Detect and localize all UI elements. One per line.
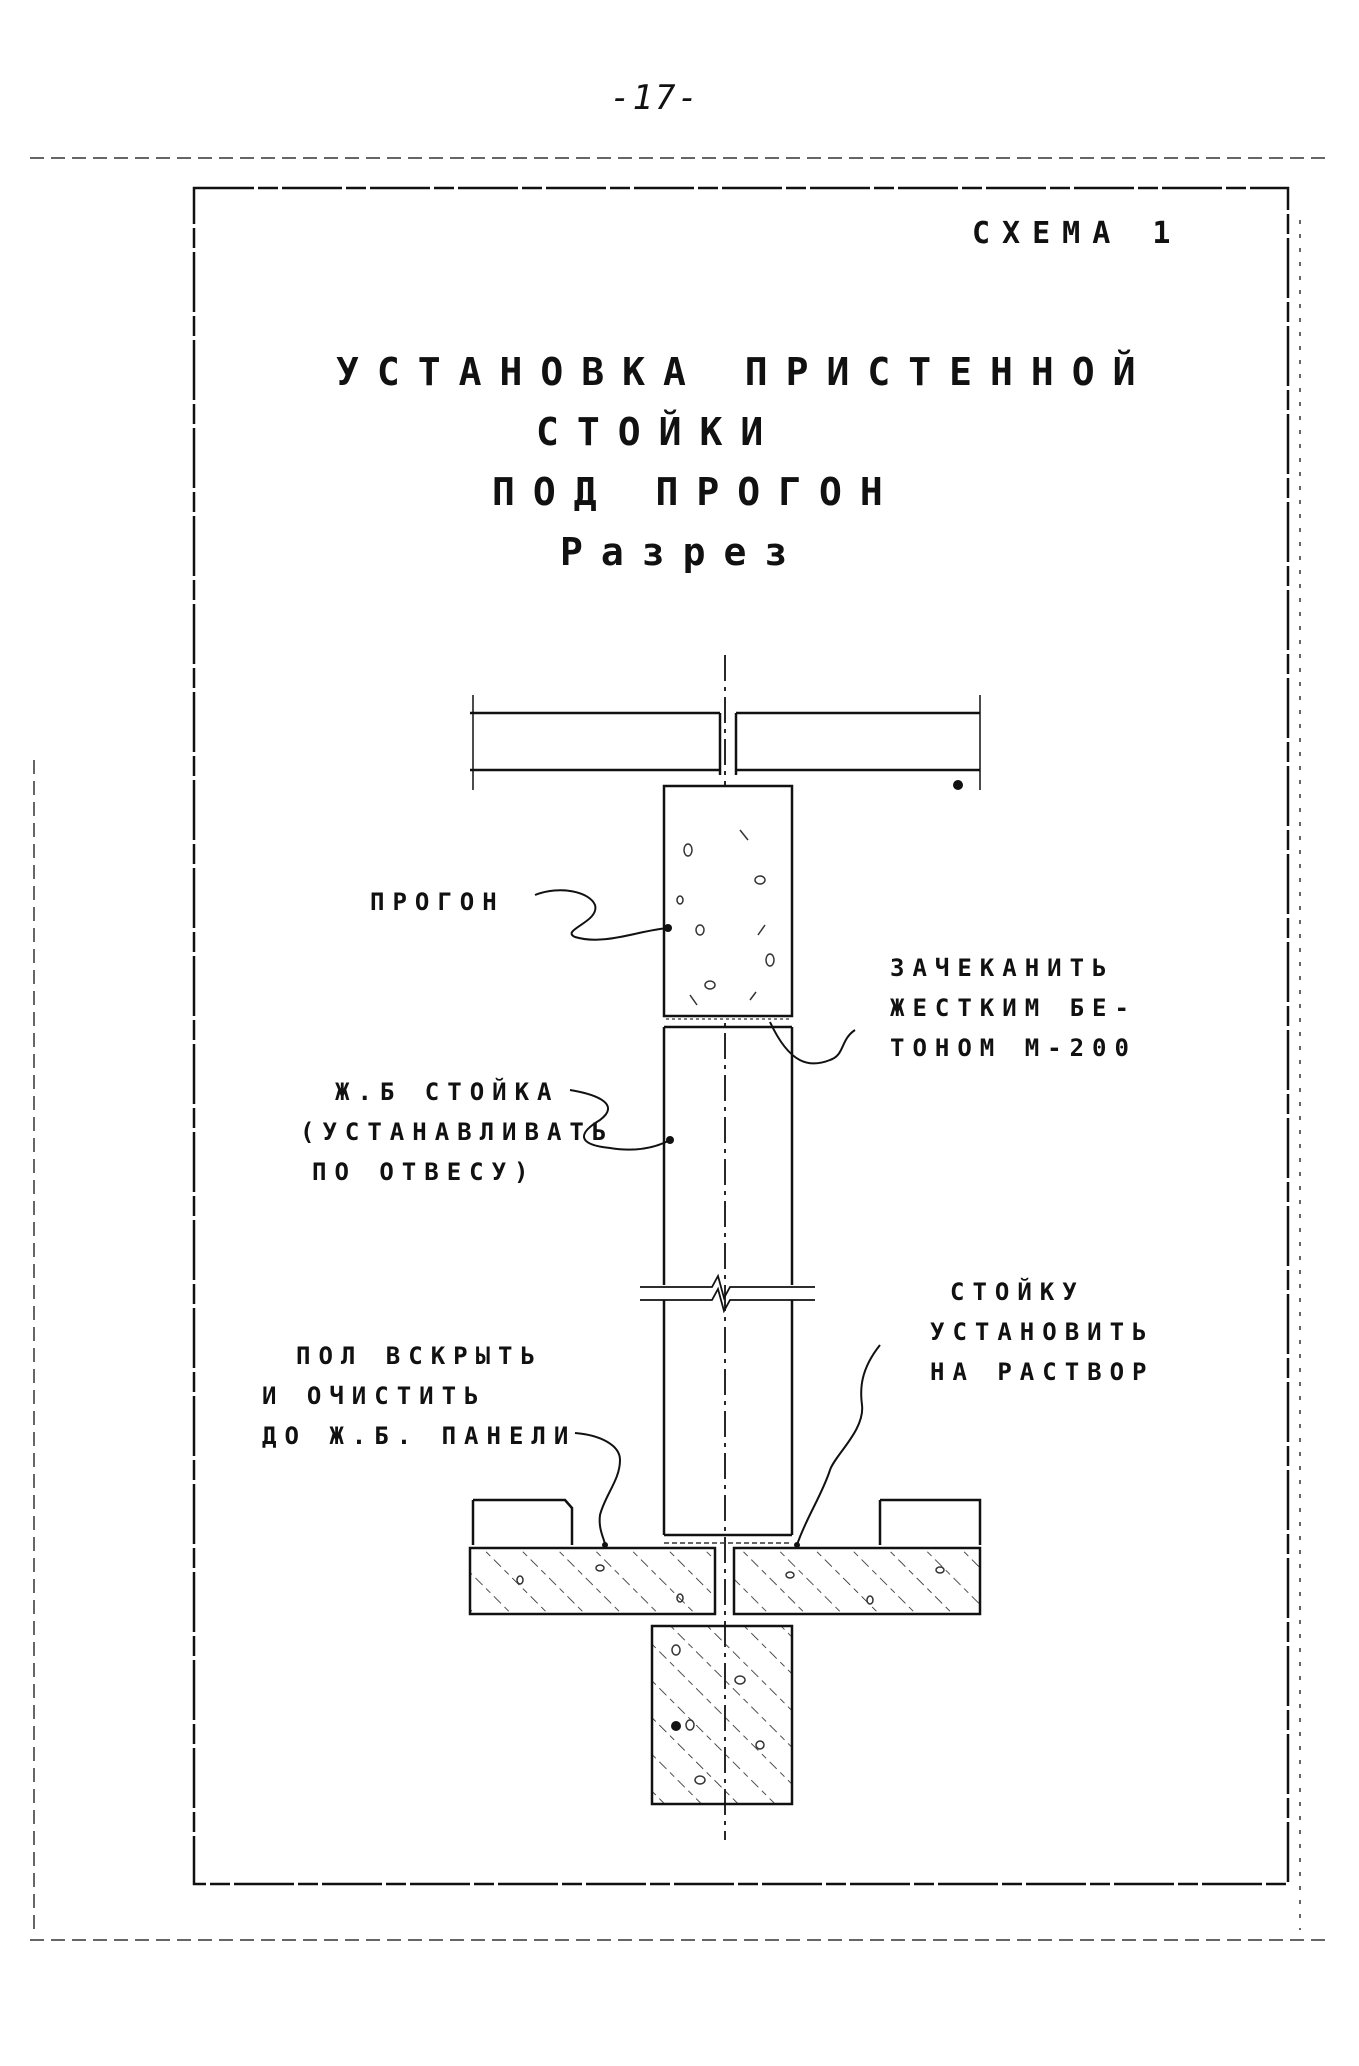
- label-zachekanit-3: ТОНОМ М-200: [890, 1034, 1137, 1062]
- column-concrete-marks: [671, 1644, 765, 1785]
- scheme-label: СХЕМА 1: [972, 216, 1183, 251]
- leader-lines: [534, 889, 881, 1546]
- label-progon: ПРОГОН: [370, 888, 505, 916]
- title-line-4: Разрез: [560, 530, 806, 574]
- label-zachekanit-1: ЗАЧЕКАНИТЬ: [890, 954, 1115, 982]
- label-stoika-3: ПО ОТВЕСУ): [312, 1158, 537, 1186]
- leader-stoiku-ustanovit: [796, 1344, 881, 1546]
- progon-beam: [662, 784, 794, 1018]
- bottom-slab-right: [732, 1546, 982, 1616]
- leader-progon: [534, 889, 669, 941]
- title-line-1: УСТАНОВКА ПРИСТЕННОЙ: [336, 350, 1154, 394]
- label-pol-3: ДО Ж.Б. ПАНЕЛИ: [262, 1422, 577, 1450]
- bottom-slab-left: [468, 1546, 717, 1616]
- slab-concrete-marks: [516, 1564, 945, 1605]
- leader-stoika: [569, 1089, 671, 1151]
- leader-zachekanit: [769, 1021, 856, 1065]
- leader-pol: [574, 1432, 622, 1546]
- label-pol-1: ПОЛ ВСКРЫТЬ: [296, 1342, 543, 1370]
- beam-concrete-marks: [676, 829, 775, 1006]
- rc-post: [662, 1025, 794, 1537]
- page-number: -17-: [610, 78, 700, 118]
- top-floor-slab: [470, 695, 981, 790]
- label-zachekanit-2: ЖЕСТКИМ БЕ-: [890, 994, 1137, 1022]
- label-stoika-1: Ж.Б СТОЙКА: [335, 1078, 560, 1106]
- title-line-3: ПОД ПРОГОН: [492, 470, 901, 514]
- post-break-symbol: [640, 1273, 815, 1314]
- drawing-frame: [192, 186, 1290, 1886]
- label-stoiku-ustanovit-2: УСТАНОВИТЬ: [930, 1318, 1155, 1346]
- floor-covering: [471, 1498, 982, 1545]
- outer-trim-lines: [30, 157, 1330, 1941]
- title-line-2: СТОЙКИ: [536, 410, 782, 454]
- leader-ticks: [602, 780, 963, 1548]
- label-stoiku-ustanovit-3: НА РАСТВОР: [930, 1358, 1155, 1386]
- label-stoika-2: (УСТАНАВЛИВАТЬ: [300, 1118, 615, 1146]
- column-mark-dot: [671, 1721, 681, 1731]
- label-pol-2: И ОЧИСТИТЬ: [262, 1382, 487, 1410]
- label-stoiku-ustanovit-1: СТОЙКУ: [950, 1278, 1085, 1306]
